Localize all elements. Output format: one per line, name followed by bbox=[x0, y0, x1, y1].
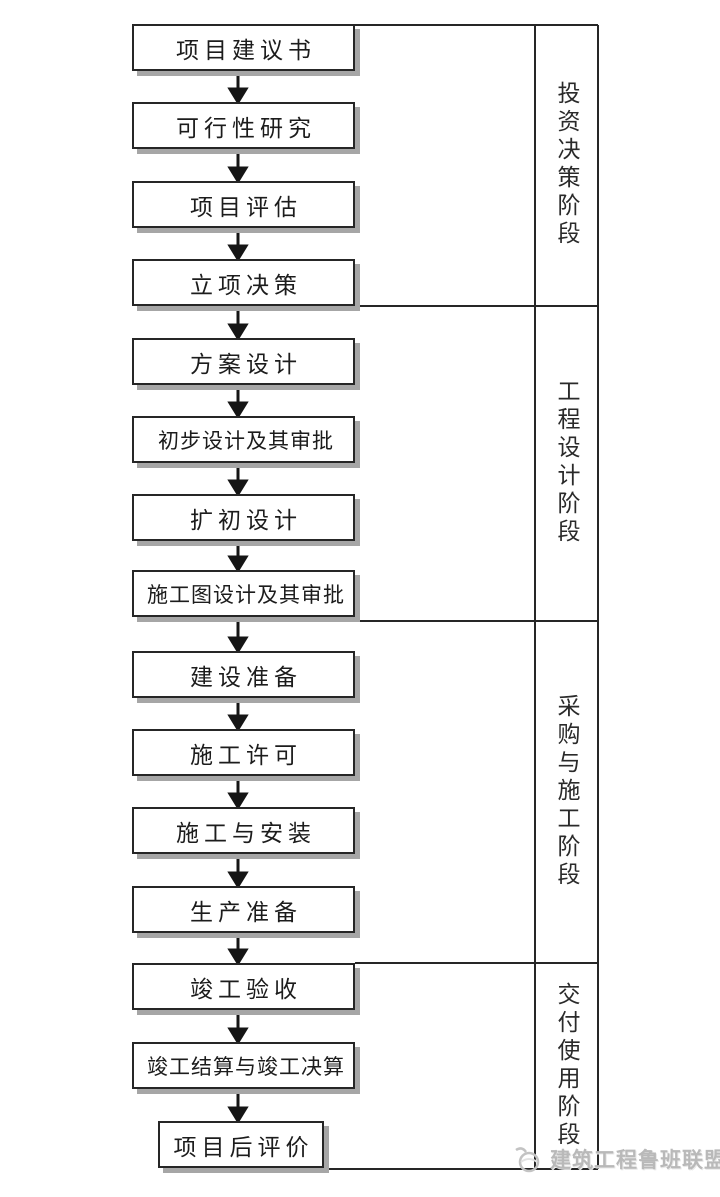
node-construction-preparation: 建设准备 bbox=[132, 651, 355, 698]
node-label: 竣工验收 bbox=[190, 976, 302, 1003]
node-completion-acceptance: 竣工验收 bbox=[132, 963, 355, 1010]
node-feasibility-study: 可行性研究 bbox=[132, 102, 355, 149]
node-label: 施工与安装 bbox=[176, 820, 316, 847]
luban-alliance-logo-icon bbox=[515, 1147, 540, 1173]
node-label: 项目评估 bbox=[190, 194, 302, 221]
node-schematic-design: 方案设计 bbox=[132, 338, 355, 385]
watermark: 建筑工程鲁班联盟 bbox=[512, 1144, 720, 1174]
node-label: 扩初设计 bbox=[190, 507, 302, 534]
node-label: 施工许可 bbox=[190, 742, 302, 769]
node-label: 初步设计及其审批 bbox=[158, 428, 334, 453]
node-project-evaluation: 项目评估 bbox=[132, 181, 355, 228]
node-label: 项目建议书 bbox=[176, 37, 316, 64]
node-label: 项目后评价 bbox=[173, 1134, 314, 1161]
node-label: 可行性研究 bbox=[176, 115, 316, 142]
stage-bracket-lines bbox=[324, 24, 599, 1170]
node-construction-drawing-design-approval: 施工图设计及其审批 bbox=[132, 570, 355, 617]
stage-label-procurement-construction: 采购与施工阶段 bbox=[553, 694, 579, 890]
node-label: 立项决策 bbox=[190, 272, 302, 299]
node-completion-settlement-final-accounts: 竣工结算与竣工决算 bbox=[132, 1042, 355, 1089]
node-construction-permit: 施工许可 bbox=[132, 729, 355, 776]
stage-label-engineering-design: 工程设计阶段 bbox=[553, 379, 579, 547]
node-construction-and-installation: 施工与安装 bbox=[132, 807, 355, 854]
node-label: 方案设计 bbox=[190, 351, 302, 378]
node-label: 建设准备 bbox=[190, 664, 302, 691]
node-project-approval-decision: 立项决策 bbox=[132, 259, 355, 306]
node-label: 施工图设计及其审批 bbox=[147, 582, 345, 607]
node-project-proposal: 项目建议书 bbox=[132, 24, 355, 71]
node-production-preparation: 生产准备 bbox=[132, 886, 355, 933]
stage-label-handover-use: 交付使用阶段 bbox=[553, 982, 579, 1150]
node-label: 竣工结算与竣工决算 bbox=[147, 1054, 345, 1079]
stage-label-investment-decision: 投资决策阶段 bbox=[553, 81, 579, 249]
node-post-project-evaluation: 项目后评价 bbox=[158, 1121, 324, 1168]
flow-arrows bbox=[227, 71, 249, 1124]
node-expanded-preliminary-design: 扩初设计 bbox=[132, 494, 355, 541]
node-label: 生产准备 bbox=[190, 899, 302, 926]
watermark-text: 建筑工程鲁班联盟 bbox=[550, 1147, 720, 1172]
node-preliminary-design-approval: 初步设计及其审批 bbox=[132, 416, 355, 463]
